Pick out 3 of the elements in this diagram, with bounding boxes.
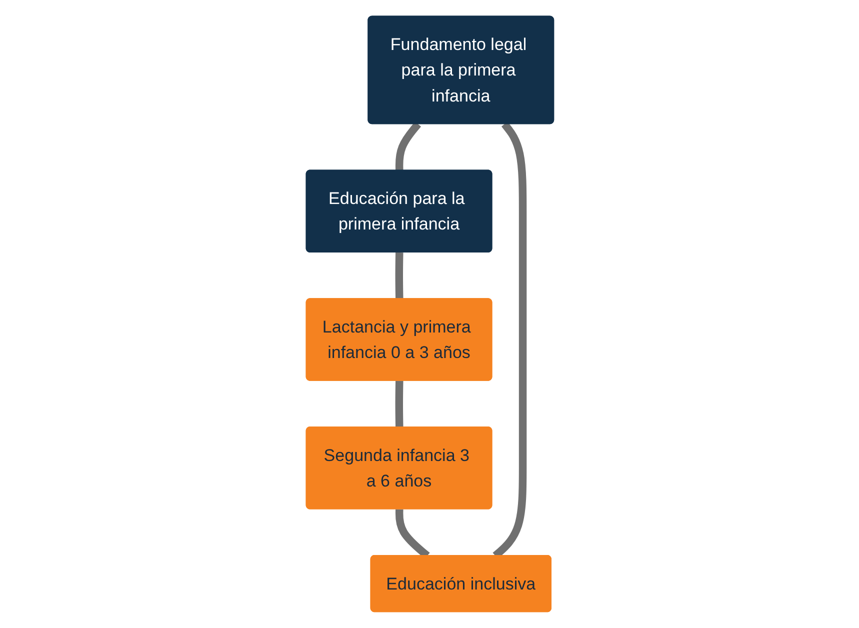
connector <box>394 380 403 428</box>
connector <box>395 122 421 171</box>
connector <box>394 252 403 299</box>
